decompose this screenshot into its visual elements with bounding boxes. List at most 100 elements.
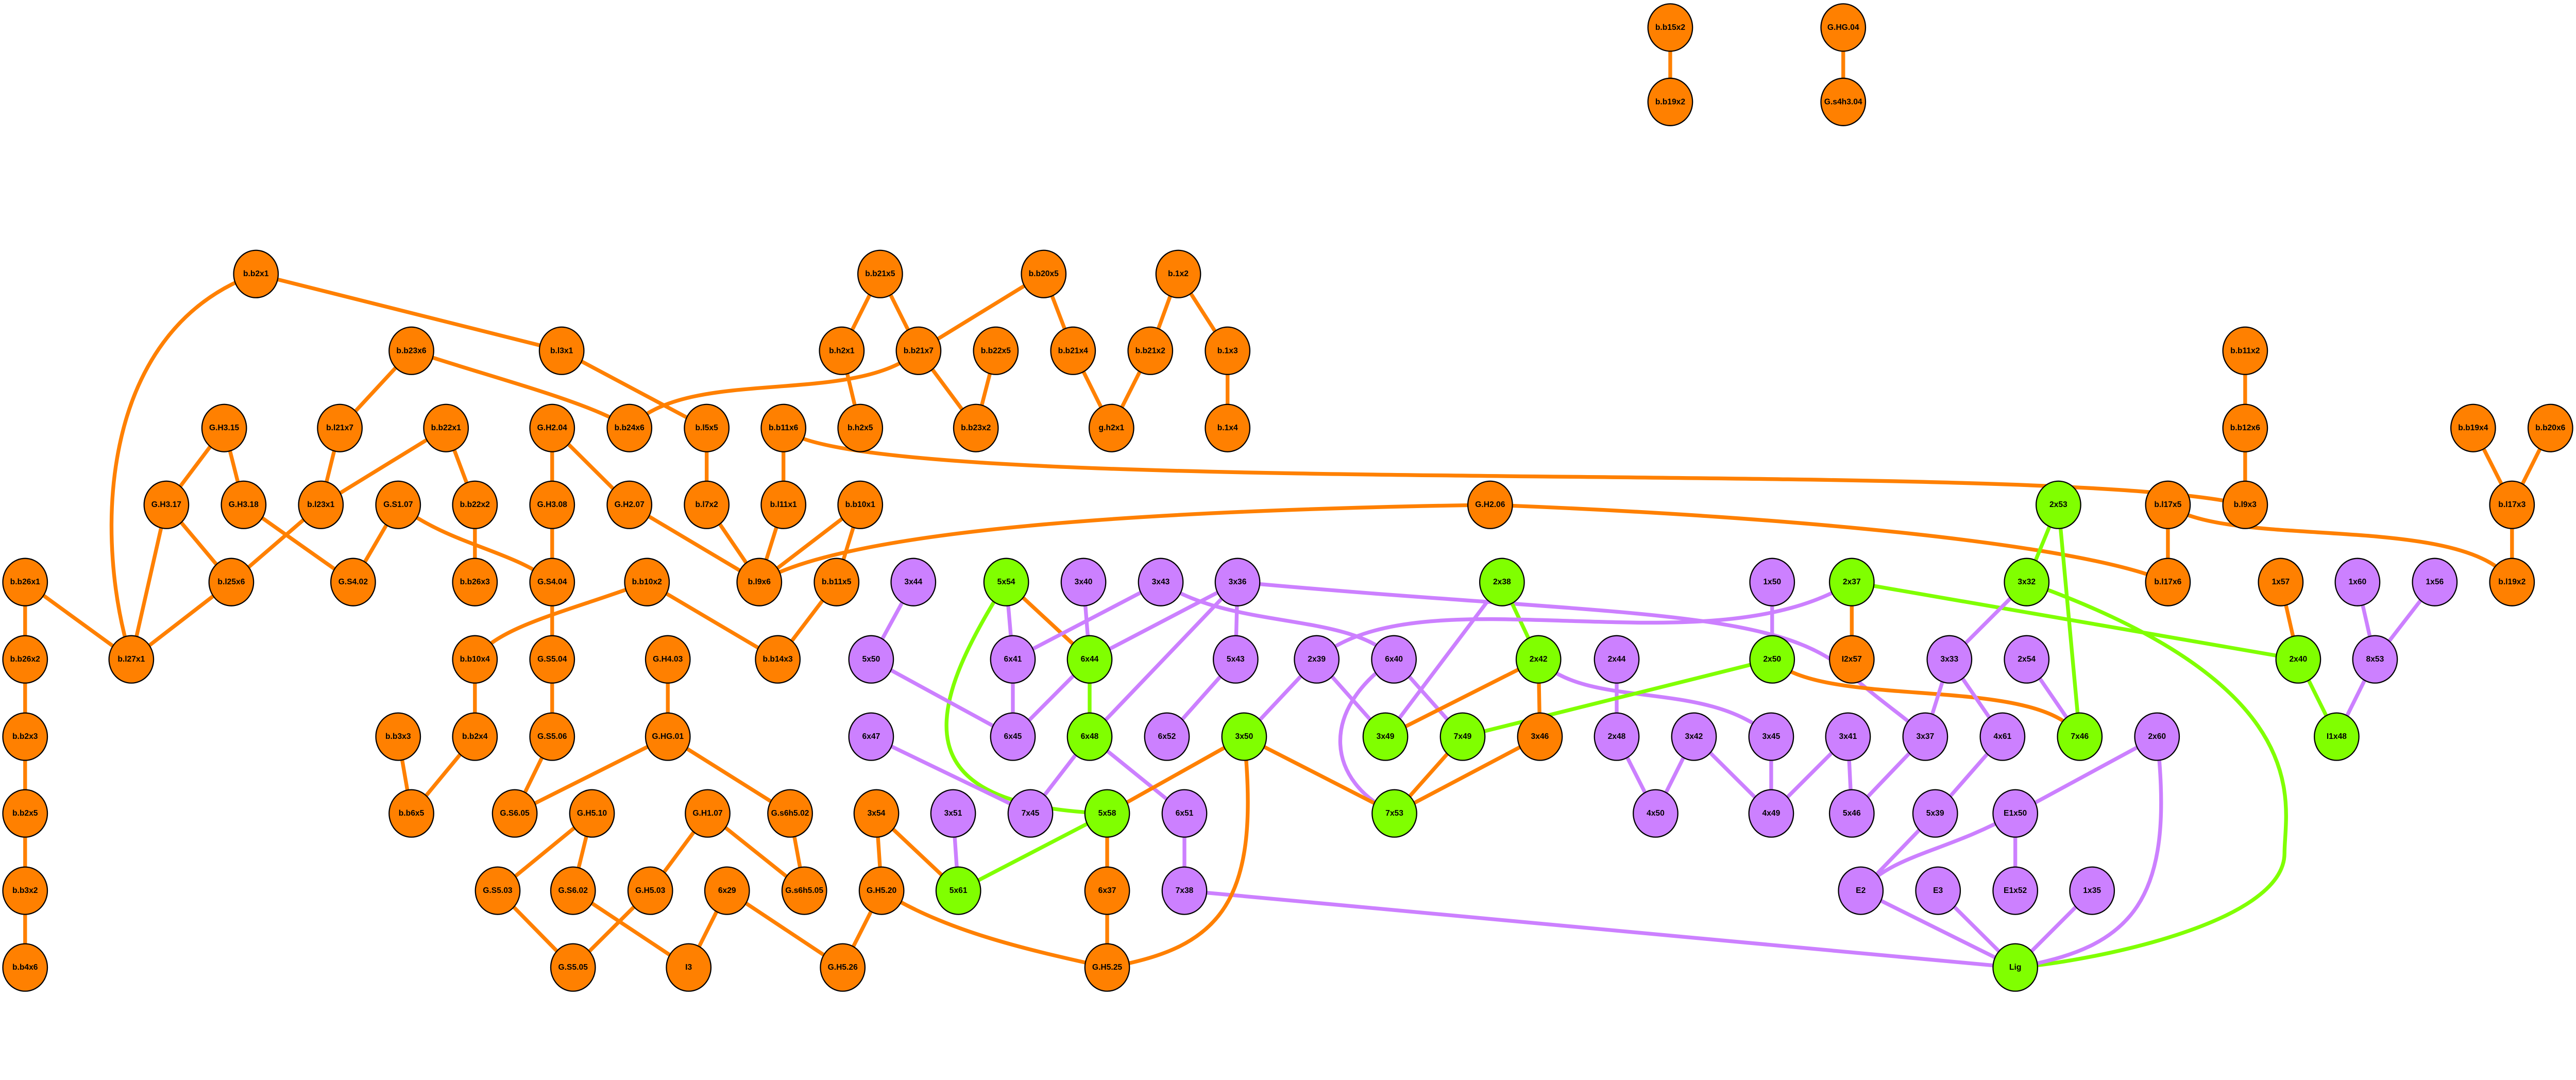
node-G.H5.26[interactable]: G.H5.26 xyxy=(820,943,866,992)
node-circle[interactable] xyxy=(837,480,884,529)
node-circle[interactable] xyxy=(298,480,344,529)
node-3x46[interactable]: 3x46 xyxy=(1517,712,1563,761)
node-3x44[interactable]: 3x44 xyxy=(890,558,937,606)
node-4x61[interactable]: 4x61 xyxy=(1979,712,2026,761)
node-circle[interactable] xyxy=(736,558,783,606)
node-circle[interactable] xyxy=(474,866,521,915)
node-1x57[interactable]: 1x57 xyxy=(2258,558,2304,606)
node-b.l11x1[interactable]: b.l11x1 xyxy=(760,480,807,529)
node-circle[interactable] xyxy=(2,943,48,992)
node-circle[interactable] xyxy=(529,635,575,684)
node-circle[interactable] xyxy=(1594,712,1640,761)
node-1x35[interactable]: 1x35 xyxy=(2069,866,2115,915)
node-b.b12x6[interactable]: b.b12x6 xyxy=(2222,403,2268,452)
node-circle[interactable] xyxy=(1647,3,1693,52)
node-circle[interactable] xyxy=(529,480,575,529)
node-b.l17x5[interactable]: b.l17x5 xyxy=(2145,480,2191,529)
node-circle[interactable] xyxy=(685,789,731,838)
node-3x54[interactable]: 3x54 xyxy=(853,789,900,838)
node-g.h2x1[interactable]: g.h2x1 xyxy=(1088,403,1134,452)
node-G.H2.06[interactable]: G.H2.06 xyxy=(1467,480,1513,529)
node-b.b2x1[interactable]: b.b2x1 xyxy=(233,249,279,298)
node-circle[interactable] xyxy=(1467,480,1513,529)
node-circle[interactable] xyxy=(1066,635,1113,684)
node-circle[interactable] xyxy=(624,558,670,606)
node-circle[interactable] xyxy=(2,635,48,684)
node-circle[interactable] xyxy=(529,712,575,761)
node-circle[interactable] xyxy=(990,635,1036,684)
node-circle[interactable] xyxy=(233,249,279,298)
node-b.b22x2[interactable]: b.b22x2 xyxy=(452,480,498,529)
node-5x39[interactable]: 5x39 xyxy=(1912,789,1958,838)
node-b.b10x4[interactable]: b.b10x4 xyxy=(452,635,498,684)
node-Lig[interactable]: Lig xyxy=(1992,943,2039,992)
node-circle[interactable] xyxy=(755,635,801,684)
node-circle[interactable] xyxy=(606,403,653,452)
node-b.l5x5[interactable]: b.l5x5 xyxy=(684,403,730,452)
node-b.l25x6[interactable]: b.l25x6 xyxy=(208,558,255,606)
node-circle[interactable] xyxy=(767,789,813,838)
node-b.b2x5[interactable]: b.b2x5 xyxy=(2,789,48,838)
node-circle[interactable] xyxy=(1371,635,1417,684)
node-circle[interactable] xyxy=(1214,558,1261,606)
node-circle[interactable] xyxy=(2004,558,2050,606)
node-circle[interactable] xyxy=(990,712,1036,761)
node-6x52[interactable]: 6x52 xyxy=(1144,712,1190,761)
node-1x56[interactable]: 1x56 xyxy=(2412,558,2458,606)
node-G.HG.04[interactable]: G.HG.04 xyxy=(1820,3,1867,52)
node-circle[interactable] xyxy=(857,249,903,298)
node-b.1x4[interactable]: b.1x4 xyxy=(1205,403,1251,452)
node-G.s4h3.04[interactable]: G.s4h3.04 xyxy=(1820,77,1867,126)
node-circle[interactable] xyxy=(1515,635,1562,684)
node-E3[interactable]: E3 xyxy=(1915,866,1961,915)
node-6x37[interactable]: 6x37 xyxy=(1084,866,1130,915)
node-circle[interactable] xyxy=(529,403,575,452)
node-2x37[interactable]: 2x37 xyxy=(1828,558,1875,606)
node-b.h2x5[interactable]: b.h2x5 xyxy=(837,403,884,452)
node-circle[interactable] xyxy=(2,789,48,838)
node-circle[interactable] xyxy=(375,480,421,529)
node-circle[interactable] xyxy=(781,866,827,915)
node-circle[interactable] xyxy=(2145,558,2191,606)
node-circle[interactable] xyxy=(858,866,905,915)
node-circle[interactable] xyxy=(983,558,1029,606)
node-circle[interactable] xyxy=(452,712,498,761)
node-I1x48[interactable]: I1x48 xyxy=(2314,712,2360,761)
node-circle[interactable] xyxy=(890,558,937,606)
node-circle[interactable] xyxy=(627,866,673,915)
node-circle[interactable] xyxy=(1992,943,2039,992)
node-circle[interactable] xyxy=(684,480,730,529)
node-b.l27x1[interactable]: b.l27x1 xyxy=(108,635,155,684)
node-3x37[interactable]: 3x37 xyxy=(1902,712,1948,761)
node-b.l7x2[interactable]: b.l7x2 xyxy=(684,480,730,529)
node-circle[interactable] xyxy=(2,712,48,761)
node-b.b11x6[interactable]: b.b11x6 xyxy=(760,403,807,452)
node-4x50[interactable]: 4x50 xyxy=(1633,789,1679,838)
node-b.b22x1[interactable]: b.b22x1 xyxy=(423,403,469,452)
node-G.S1.07[interactable]: G.S1.07 xyxy=(375,480,421,529)
node-circle[interactable] xyxy=(1915,866,1961,915)
node-G.H5.25[interactable]: G.H5.25 xyxy=(1084,943,1130,992)
node-circle[interactable] xyxy=(1060,558,1107,606)
node-3x43[interactable]: 3x43 xyxy=(1138,558,1184,606)
node-6x48[interactable]: 6x48 xyxy=(1066,712,1113,761)
node-circle[interactable] xyxy=(1671,712,1717,761)
node-circle[interactable] xyxy=(1161,866,1208,915)
node-b.b19x4[interactable]: b.b19x4 xyxy=(2450,403,2496,452)
node-circle[interactable] xyxy=(1479,558,1525,606)
node-3x36[interactable]: 3x36 xyxy=(1214,558,1261,606)
node-circle[interactable] xyxy=(1371,789,1417,838)
node-circle[interactable] xyxy=(1155,249,1201,298)
node-circle[interactable] xyxy=(452,480,498,529)
node-circle[interactable] xyxy=(529,558,575,606)
node-circle[interactable] xyxy=(666,943,712,992)
node-circle[interactable] xyxy=(2035,480,2081,529)
node-circle[interactable] xyxy=(2275,635,2321,684)
node-circle[interactable] xyxy=(2450,403,2496,452)
node-circle[interactable] xyxy=(1084,943,1130,992)
node-3x50[interactable]: 3x50 xyxy=(1221,712,1267,761)
node-b.b10x1[interactable]: b.b10x1 xyxy=(837,480,884,529)
node-circle[interactable] xyxy=(1828,558,1875,606)
node-circle[interactable] xyxy=(760,403,807,452)
node-circle[interactable] xyxy=(820,943,866,992)
